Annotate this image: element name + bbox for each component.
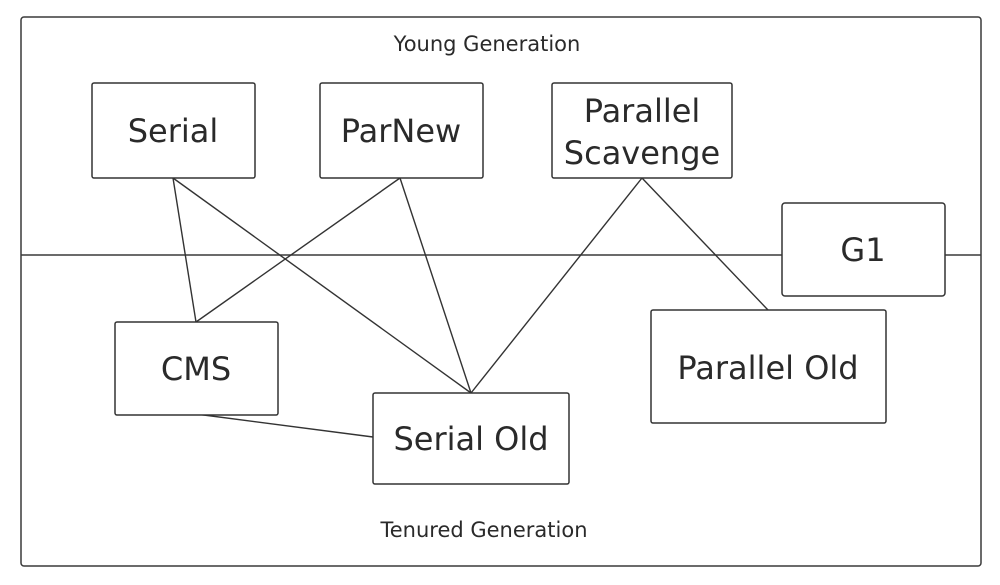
edge-serial-cms [172,177,197,323]
collector-cms: CMS [114,321,279,416]
edge-parnew-serial-old [399,177,472,394]
collector-parallel-old: Parallel Old [650,309,887,424]
edge-cms-serial-old [195,413,374,438]
collector-parallel-old-label: Parallel Old [677,349,858,387]
collector-cms-box [114,321,279,416]
collector-g1: G1 [781,202,946,297]
collector-g1-box [781,202,946,297]
edge-parallel-scavenge-parallel-old [641,177,769,311]
collector-parallel-scavenge: Parallel Scavenge [551,82,733,179]
edge-serial-serial-old [172,177,472,394]
collector-serial-box [91,82,256,179]
collector-serial-old: Serial Old [372,392,570,485]
collector-serial-old-label: Serial Old [393,420,548,458]
collector-parnew-box [319,82,484,179]
collector-parnew: ParNew [319,82,484,179]
collector-serial-label: Serial [128,112,219,150]
collector-parallel-scavenge-label-line2: Scavenge [564,134,720,172]
collector-serial-old-box [372,392,570,485]
collector-parallel-scavenge-box [551,82,733,179]
edge-parallel-scavenge-serial-old [470,177,643,394]
collector-parnew-label: ParNew [341,112,461,150]
diagram-frame [20,16,982,567]
collector-serial: Serial [91,82,256,179]
edge-parnew-cms [195,177,401,323]
collector-parallel-scavenge-label-line1: Parallel [584,92,701,130]
collector-cms-label: CMS [161,350,231,388]
young-generation-label: Young Generation [393,32,581,56]
tenured-generation-label: Tenured Generation [379,518,587,542]
collector-parallel-old-box [650,309,887,424]
collector-g1-label: G1 [840,231,885,269]
connections [172,177,769,438]
